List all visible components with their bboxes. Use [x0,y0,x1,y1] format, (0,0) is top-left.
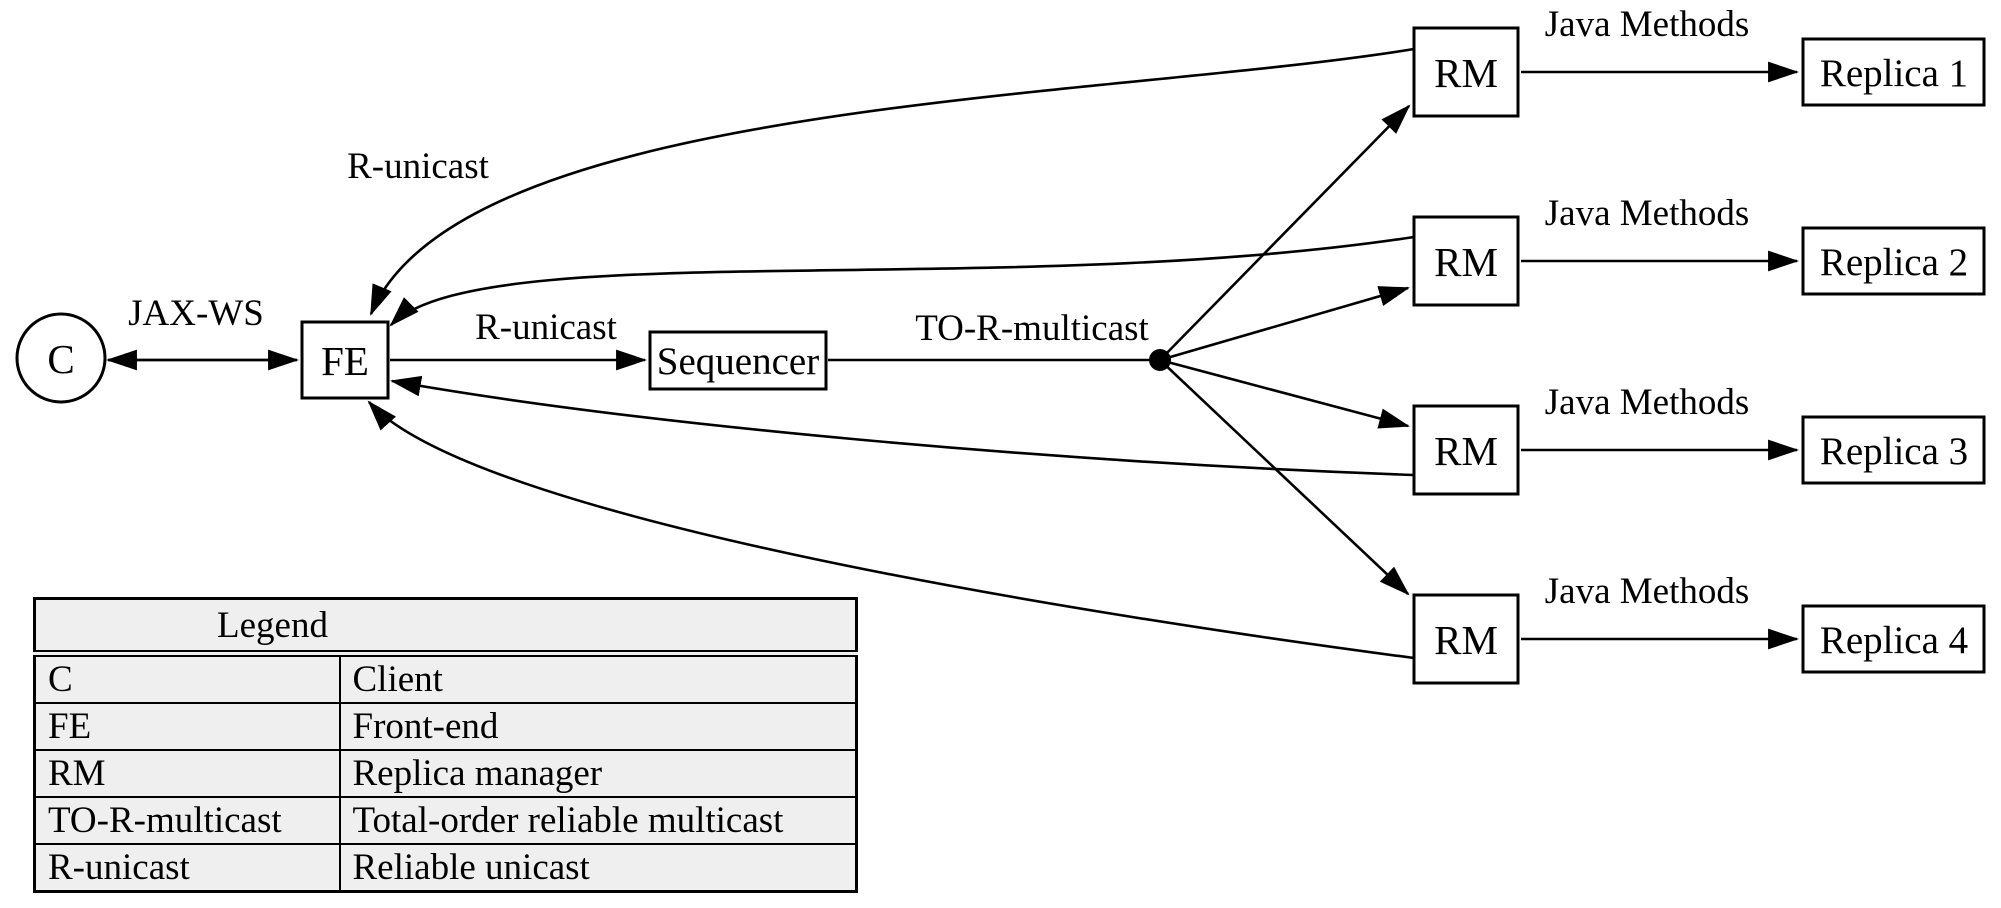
legend-value: Replica manager [338,749,858,798]
rm-label-1: RM [1434,50,1498,96]
edge-rm4-fe-return [367,400,1415,660]
legend-key: FE [33,702,341,751]
client-node [15,312,107,404]
edge-multicast-rm-1 [1159,104,1411,361]
legend-value: Total-order reliable multicast [338,796,858,845]
replica-node-1 [1801,37,1986,107]
legend-row-fe: FE Front-end [33,702,858,751]
edge-rm3-fe-return [389,375,1415,477]
rm-node-3 [1412,404,1520,496]
client-label: C [47,336,74,382]
legend-key: C [33,652,341,704]
legend-key: TO-R-multicast [33,796,341,845]
replica-node-2 [1801,226,1986,296]
sequencer-node [648,330,828,391]
legend-row-rm: RM Replica manager [33,749,858,798]
replica-node-4 [1801,604,1986,674]
sequencer-label: Sequencer [657,340,819,383]
rm-node-2 [1412,215,1520,307]
rm-label-2: RM [1434,239,1498,285]
label-java-methods-4: Java Methods [1545,571,1750,612]
edge-rm2-fe-return [389,235,1415,327]
edge-rm1-fe-return [369,47,1415,316]
replica-node-3 [1801,415,1986,485]
rm-label-3: RM [1434,428,1498,474]
edge-multicast-rm-3 [1159,358,1410,429]
edge-multicast-rm-4 [1159,359,1410,596]
label-java-methods-1: Java Methods [1545,4,1750,45]
legend-value: Client [338,652,858,704]
legend-row-c: C Client [33,652,858,704]
replica-label-3: Replica 3 [1820,430,1968,473]
label-java-methods-2: Java Methods [1545,193,1750,234]
legend-header-row: Legend [33,597,858,657]
label-r-unicast-mid: R-unicast [475,307,618,348]
label-r-unicast-top: R-unicast [347,146,490,187]
legend-row-to-r-multicast: TO-R-multicast Total-order reliable mult… [33,796,858,845]
legend-value: Front-end [338,702,858,751]
rm-label-4: RM [1434,617,1498,663]
label-java-methods-3: Java Methods [1545,382,1750,423]
replica-label-1: Replica 1 [1820,52,1968,95]
rm-node-4 [1412,593,1520,685]
legend-table: Legend C Client FE Front-end RM Replica … [33,597,858,893]
replica-label-4: Replica 4 [1820,619,1968,662]
legend-key: R-unicast [33,843,341,893]
rm-node-1 [1412,26,1520,118]
replica-label-2: Replica 2 [1820,241,1968,284]
fe-label: FE [321,338,369,384]
legend-title: Legend [33,597,858,657]
label-to-r-multicast: TO-R-multicast [915,308,1149,349]
label-jax-ws: JAX-WS [128,293,264,334]
legend-key: RM [33,749,341,798]
legend-row-r-unicast: R-unicast Reliable unicast [33,843,858,893]
edge-multicast-rm-2 [1159,286,1410,362]
fe-node [300,320,390,400]
legend-value: Reliable unicast [338,843,858,893]
